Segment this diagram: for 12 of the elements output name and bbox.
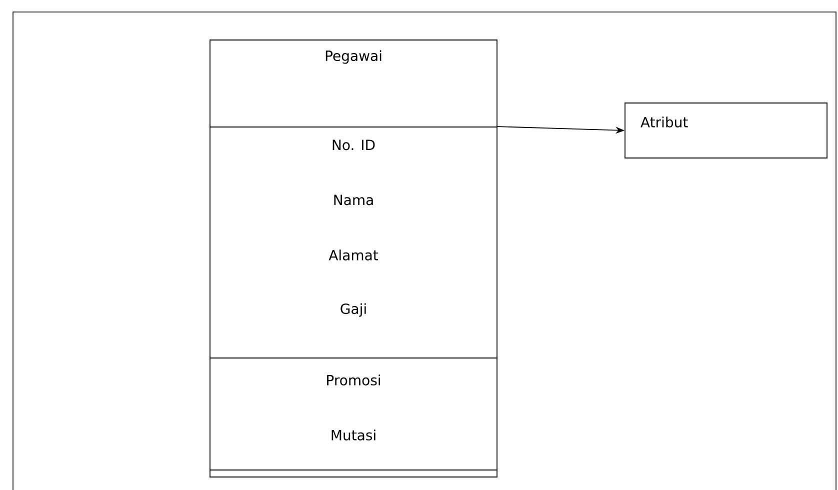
attribute-text: Alamat xyxy=(328,250,378,260)
attribute-text: Gaji xyxy=(340,303,366,317)
operation-text: Mutasi xyxy=(332,430,376,440)
attribute-text: Nama xyxy=(334,194,373,206)
box-label: Atribut xyxy=(640,116,688,128)
attribute-box xyxy=(624,102,828,158)
attribute-text: No. ID xyxy=(332,140,375,150)
attribute-compartment xyxy=(210,126,498,358)
operation-compartment xyxy=(210,358,498,478)
operation-text: Promosi xyxy=(327,374,380,386)
class-name: Pegawai xyxy=(326,50,382,64)
class-name-compartment xyxy=(210,40,498,128)
